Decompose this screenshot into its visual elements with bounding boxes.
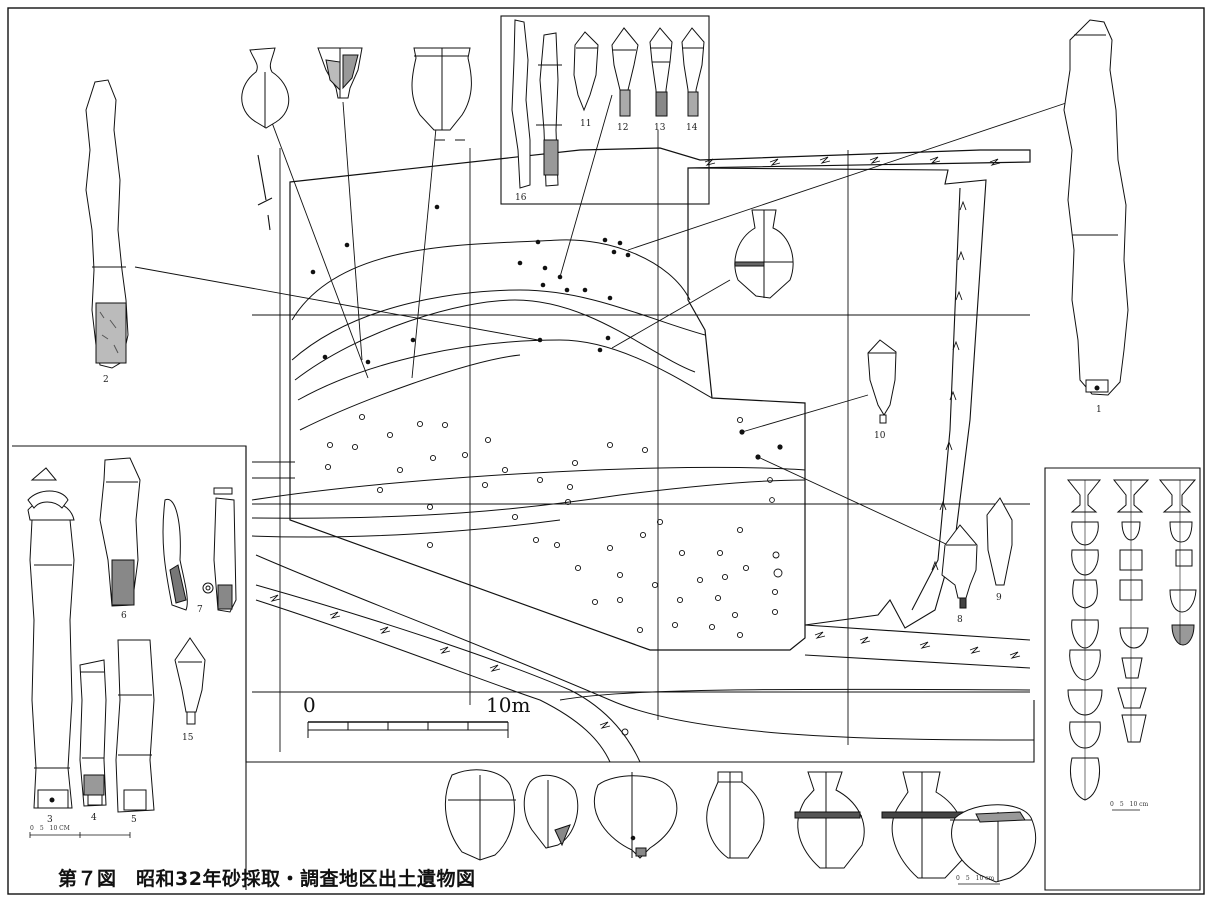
artifact-13-spearhead <box>649 27 673 117</box>
pot-top-1 <box>241 47 290 129</box>
artifact-14-spearhead <box>681 27 705 117</box>
scale-label-end: 10m <box>486 693 530 717</box>
artifact-15-spearhead <box>174 637 206 725</box>
pot-bottom-2 <box>523 774 579 849</box>
pot-top-2 <box>317 47 363 99</box>
stratum-lines <box>251 239 1035 763</box>
pot-bottom-5 <box>794 771 865 869</box>
artifact-label-13: 13 <box>654 123 666 133</box>
artifact-4-iron-sword <box>79 659 107 807</box>
artifact-label-15: 15 <box>182 733 194 743</box>
artifact-label-5: 5 <box>131 815 137 825</box>
artifact-label-8: 8 <box>957 615 963 625</box>
pot-bottom-3 <box>593 772 678 859</box>
artifact-label-12: 12 <box>617 123 628 133</box>
artifact-label-4: 4 <box>91 813 97 823</box>
artifact-16-sword <box>511 19 562 189</box>
pot-bottom-6 <box>881 771 971 879</box>
map-scale-bar <box>307 721 509 738</box>
artifact-label-1: 1 <box>1096 405 1102 415</box>
north-mark <box>257 154 273 231</box>
artifact-9-spearhead <box>986 497 1013 586</box>
small-scale-bars <box>29 809 1140 885</box>
artifact-8-spearhead <box>941 524 978 609</box>
small-scale-label-1: 0 5 10 CM <box>30 825 70 832</box>
artifact-3-iron-sword <box>27 500 75 809</box>
artifact-fragment-top-left <box>27 467 69 509</box>
scale-label-start: 0 <box>303 693 316 717</box>
channel-bottom <box>804 624 1031 669</box>
artifact-label-11: 11 <box>580 119 591 129</box>
leader-lines <box>134 94 1076 546</box>
artifact-label-16: 16 <box>515 193 527 203</box>
artifact-7-knife <box>162 487 237 613</box>
pot-center <box>734 209 794 299</box>
artifact-label-10: 10 <box>874 431 886 441</box>
small-scale-label-2: 0 5 10 cm <box>956 875 995 882</box>
artifact-2-iron-sword <box>85 79 129 369</box>
small-scale-label-3: 0 5 10 cm <box>1110 801 1149 808</box>
artifact-5-iron-sword <box>115 639 155 813</box>
channel-right <box>687 167 987 629</box>
pot-bottom-1 <box>444 769 516 861</box>
spearhead-inset-panel <box>500 15 710 205</box>
figure-caption: 第７図 昭和32年砂採取・調査地区出土遺物図 <box>58 868 476 890</box>
artifact-1-iron-sword <box>1063 19 1129 396</box>
channel-right-inner <box>911 187 961 611</box>
find-spots-solid <box>310 204 783 460</box>
find-spots-open <box>324 413 783 736</box>
pot-top-3 <box>411 47 472 141</box>
grid-lines <box>252 130 1030 752</box>
artifact-12-spearhead <box>611 27 639 117</box>
pot-bottom-4 <box>706 771 765 859</box>
artifact-label-7: 7 <box>197 605 203 615</box>
artifact-label-14: 14 <box>686 123 698 133</box>
outer-frame <box>7 7 1205 895</box>
artifact-10-spearhead <box>867 339 897 424</box>
artifact-label-2: 2 <box>103 375 109 385</box>
artifact-6-sword-fragment <box>99 457 141 607</box>
small-vessels-panel <box>1066 479 1197 801</box>
pot-bottom-7 <box>950 804 1037 883</box>
lower-right-panel <box>1044 467 1201 891</box>
excavation-outline <box>289 147 1031 651</box>
artifact-11-spearhead <box>573 31 599 112</box>
artifact-label-3: 3 <box>47 815 53 825</box>
artifact-label-9: 9 <box>996 593 1002 603</box>
artifact-label-6: 6 <box>121 611 127 621</box>
flow-marks <box>269 156 1021 729</box>
map-boundary <box>245 446 1035 763</box>
